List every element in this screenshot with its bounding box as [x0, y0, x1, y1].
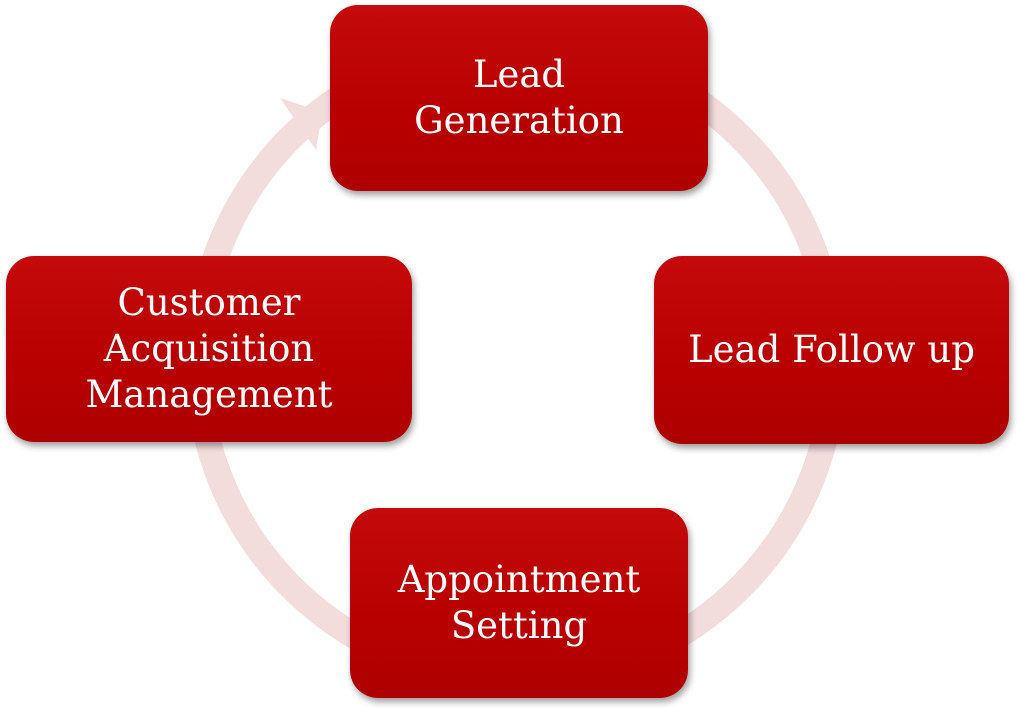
customer-acquisition-management-node: Customer Acquisition Management	[6, 256, 412, 442]
appointment-setting-node: Appointment Setting	[350, 508, 688, 698]
lead-generation-label: Lead Generation	[414, 53, 624, 142]
cycle-arrowhead	[280, 98, 322, 150]
lead-follow-up-node: Lead Follow up	[654, 256, 1009, 444]
lead-follow-up-label: Lead Follow up	[688, 328, 975, 371]
customer-acquisition-management-label: Customer Acquisition Management	[85, 281, 333, 416]
lead-generation-node: Lead Generation	[330, 5, 708, 191]
appointment-setting-label: Appointment Setting	[397, 558, 641, 647]
